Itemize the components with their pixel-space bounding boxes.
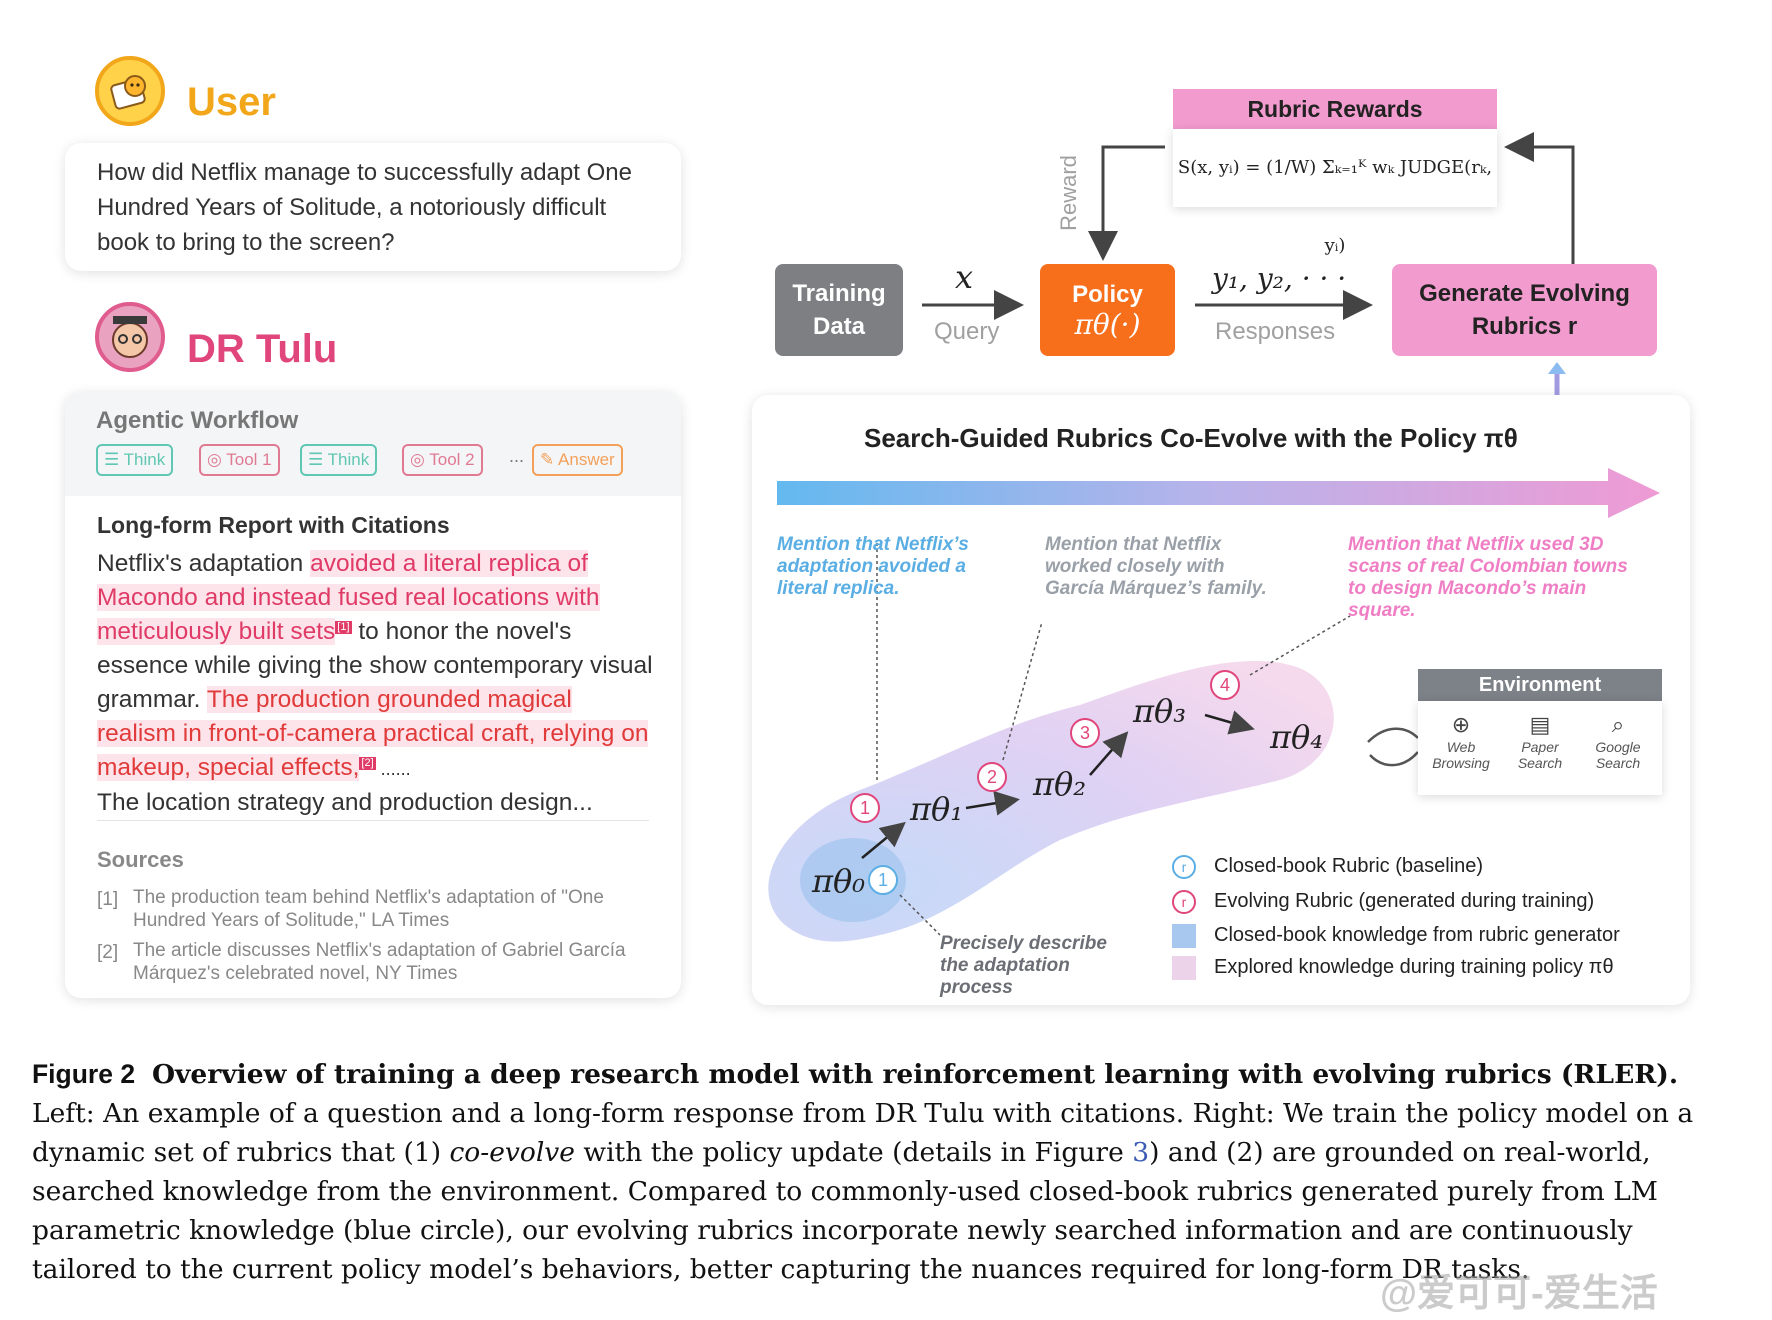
dr-tulu-name: DR Tulu xyxy=(187,327,338,371)
mention-blue: Mention that Netflix’s adaptation avoide… xyxy=(777,534,969,599)
rubric-rewards-header: Rubric Rewards xyxy=(1173,89,1497,129)
google-search-icon: ⌕ xyxy=(1611,712,1625,737)
report-title: Long-form Report with Citations xyxy=(97,512,450,538)
workflow-chips: ☰ Think ◎ Tool 1 ☰ Think ◎ Tool 2 ... ✎ … xyxy=(96,444,656,478)
step-marker: 3 xyxy=(1070,718,1100,748)
caption-emphasis: co-evolve xyxy=(449,1137,575,1168)
think-chip: ☰ Think xyxy=(300,444,378,476)
workflow-title: Agentic Workflow xyxy=(96,407,299,434)
generate-rubrics-box: Generate Evolving Rubrics r xyxy=(1392,264,1657,356)
figure-title: Overview of training a deep research mod… xyxy=(151,1059,1679,1090)
question-card: How did Netflix manage to successfully a… xyxy=(65,143,681,271)
query-symbol: x xyxy=(955,258,974,296)
source-item: [1] The production team behind Netflix's… xyxy=(97,886,637,932)
legend-item-closed-book-knowledge: Closed-book knowledge from rubric genera… xyxy=(1172,924,1620,948)
tool-label: Google Search xyxy=(1595,739,1641,771)
think-chip: ☰ Think xyxy=(96,444,174,476)
user-name: User xyxy=(187,80,276,124)
blue-swatch xyxy=(1172,924,1196,948)
reward-label: Reward xyxy=(1055,155,1081,231)
caption-text: Left: An example of a question and a lon… xyxy=(32,1098,1694,1168)
environment-header: Environment xyxy=(1418,669,1662,701)
training-data-line: Data xyxy=(812,313,866,340)
answer-chip: ✎ Answer xyxy=(532,444,623,476)
citation-marker[interactable]: [1] xyxy=(335,620,352,634)
theta-3: πθ₃ xyxy=(1133,692,1187,730)
pink-swatch xyxy=(1172,956,1196,980)
query-label: Query xyxy=(934,318,1000,345)
legend-item-closed-book-rubric: r Closed-book Rubric (baseline) xyxy=(1172,855,1483,879)
responses-math: y₁, y₂, · · · xyxy=(1212,262,1347,295)
dr-tulu-card: Agentic Workflow ☰ Think ◎ Tool 1 ☰ Thin… xyxy=(65,392,681,998)
report-body: Netflix's adaptation avoided a literal r… xyxy=(97,547,657,820)
pink-rubric-marker: r xyxy=(1172,890,1196,914)
source-number: [2] xyxy=(97,942,119,963)
responses-label: Responses xyxy=(1215,318,1336,345)
source-text: The article discusses Netflix's adaptati… xyxy=(133,940,626,984)
policy-box: Policy πθ(·) xyxy=(1040,264,1175,356)
step-marker: 2 xyxy=(977,762,1007,792)
theta-1: πθ₁ xyxy=(910,790,964,828)
legend-item-explored-knowledge: Explored knowledge during training polic… xyxy=(1172,956,1614,980)
source-text: The production team behind Netflix's ada… xyxy=(133,887,604,931)
environment-body: ⊕ Web Browsing ▤ Paper Search ⌕ Google S… xyxy=(1418,701,1662,795)
tool-1-chip: ◎ Tool 1 xyxy=(199,444,280,476)
source-number: [1] xyxy=(97,889,119,910)
caption-text: with the policy update (details in Figur… xyxy=(574,1137,1133,1168)
tool-label: Paper Search xyxy=(1517,739,1563,771)
rubric-formula: S(x, yᵢ) = (1/W) Σₖ₌₁ᴷ wₖ JUDGE(rₖ, yᵢ) xyxy=(1173,129,1497,256)
theta-2: πθ₂ xyxy=(1033,765,1087,803)
policy-label: Policy xyxy=(1072,281,1143,308)
rubric-feedback-arrow xyxy=(1504,132,1575,265)
theta-0: πθ₀ xyxy=(812,862,866,900)
citation-marker[interactable]: [2] xyxy=(359,756,376,770)
generate-line: Generate Evolving xyxy=(1419,280,1630,307)
figure-label: Figure 2 xyxy=(32,1059,136,1089)
generate-line: Rubrics r xyxy=(1471,313,1578,340)
chip-ellipsis: ... xyxy=(509,446,525,466)
precisely-note: Precisely describe the adaptation proces… xyxy=(940,933,1107,998)
figure-caption: Figure 2 Overview of training a deep res… xyxy=(32,1055,1737,1289)
paper-search-icon: ▤ xyxy=(1529,712,1551,737)
tool-label: Web Browsing xyxy=(1432,739,1490,771)
google-search-tool: ⌕ Google Search xyxy=(1583,711,1653,771)
report-ellipsis: ...... xyxy=(375,759,411,779)
dr-tulu-avatar-icon xyxy=(95,302,165,372)
report-text: to honor the novel's essence while givin… xyxy=(97,618,653,713)
caption-text: ) and (2) are grounded on real-world, se… xyxy=(32,1137,1658,1285)
tool-2-chip: ◎ Tool 2 xyxy=(402,444,483,476)
policy-math: πθ(·) xyxy=(1074,308,1141,341)
theta-4: πθ₄ xyxy=(1270,718,1324,756)
source-item: [2] The article discusses Netflix's adap… xyxy=(97,939,637,985)
report-text: Netflix's adaptation xyxy=(97,550,311,577)
user-avatar-icon xyxy=(95,56,165,126)
web-browsing-icon: ⊕ xyxy=(1451,712,1471,737)
paper-search-tool: ▤ Paper Search xyxy=(1505,711,1575,771)
step-marker: 1 xyxy=(850,793,880,823)
step-marker-blue: 1 xyxy=(868,865,898,895)
training-data-box: Training Data xyxy=(775,264,903,356)
sources-divider xyxy=(97,820,649,821)
sources-title: Sources xyxy=(97,847,184,872)
figure-reference-link[interactable]: 3 xyxy=(1132,1137,1150,1168)
mention-gray: Mention that Netflix worked closely with… xyxy=(1045,534,1267,599)
training-data-line: Training xyxy=(792,280,886,307)
co-evolve-title: Search-Guided Rubrics Co-Evolve with the… xyxy=(864,423,1518,453)
mention-pink: Mention that Netflix used 3D scans of re… xyxy=(1348,534,1628,621)
user-question: How did Netflix manage to successfully a… xyxy=(97,159,632,256)
step-marker: 4 xyxy=(1210,670,1240,700)
watermark: @爱可可-爱生活 xyxy=(1380,1273,1658,1315)
reward-arrow xyxy=(1088,145,1165,261)
blue-rubric-marker: r xyxy=(1172,855,1196,879)
report-text: The location strategy and production des… xyxy=(97,789,593,816)
web-browsing-tool: ⊕ Web Browsing xyxy=(1426,711,1496,771)
legend-item-evolving-rubric: r Evolving Rubric (generated during trai… xyxy=(1172,890,1594,914)
